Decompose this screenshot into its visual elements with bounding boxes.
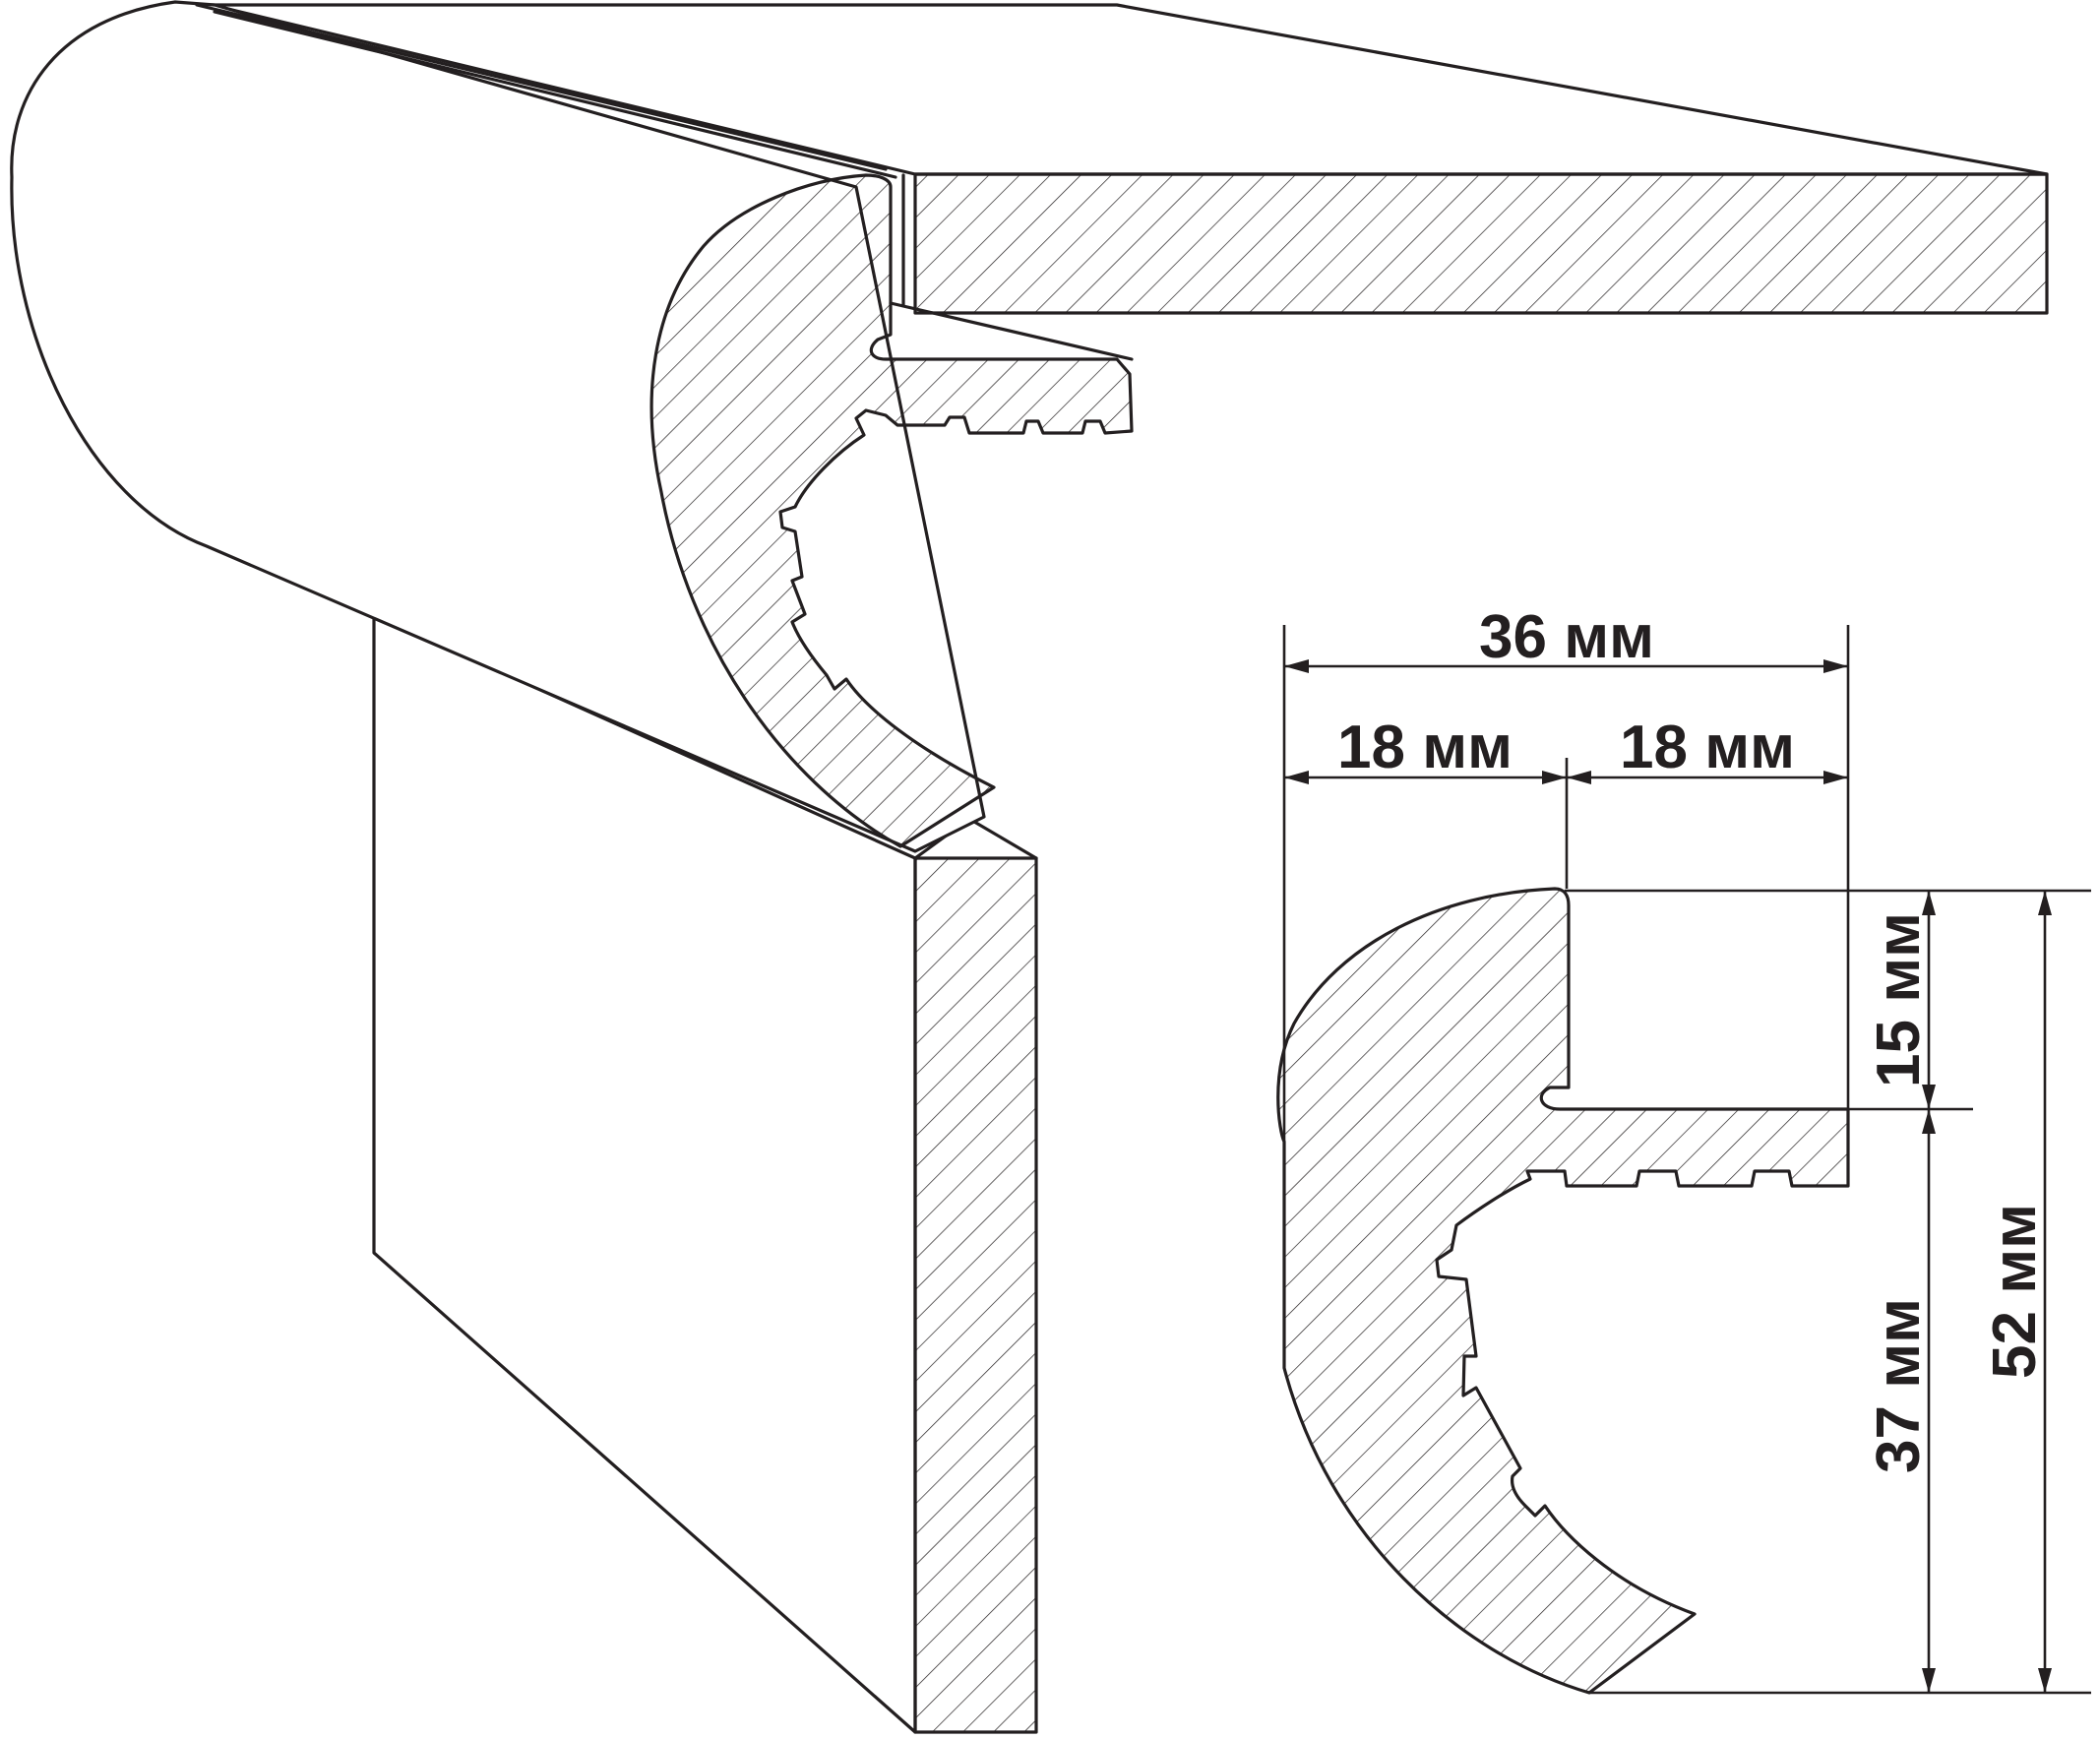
nosing-section-perspective — [649, 173, 1134, 848]
dim-15mm-label: 15 мм — [1865, 912, 1933, 1087]
dim-18mm-right-label: 18 мм — [1620, 714, 1795, 781]
dim-36mm-label: 36 мм — [1479, 603, 1654, 671]
riser-section — [913, 856, 1038, 1734]
stair-assembly-view — [10, 0, 2049, 1734]
nosing-cross-section-view — [1276, 887, 1850, 1695]
dim-52mm-label: 52 мм — [1981, 1204, 2049, 1379]
dimension-lines — [1282, 625, 2091, 1695]
tread-section — [913, 172, 2049, 315]
dim-37mm-label: 37 мм — [1865, 1298, 1933, 1473]
dim-18mm-left-label: 18 мм — [1337, 714, 1513, 781]
dimension-labels: 36 мм 18 мм 18 мм 15 мм 37 мм 52 мм — [1337, 603, 2049, 1473]
nosing-section — [1276, 887, 1850, 1695]
